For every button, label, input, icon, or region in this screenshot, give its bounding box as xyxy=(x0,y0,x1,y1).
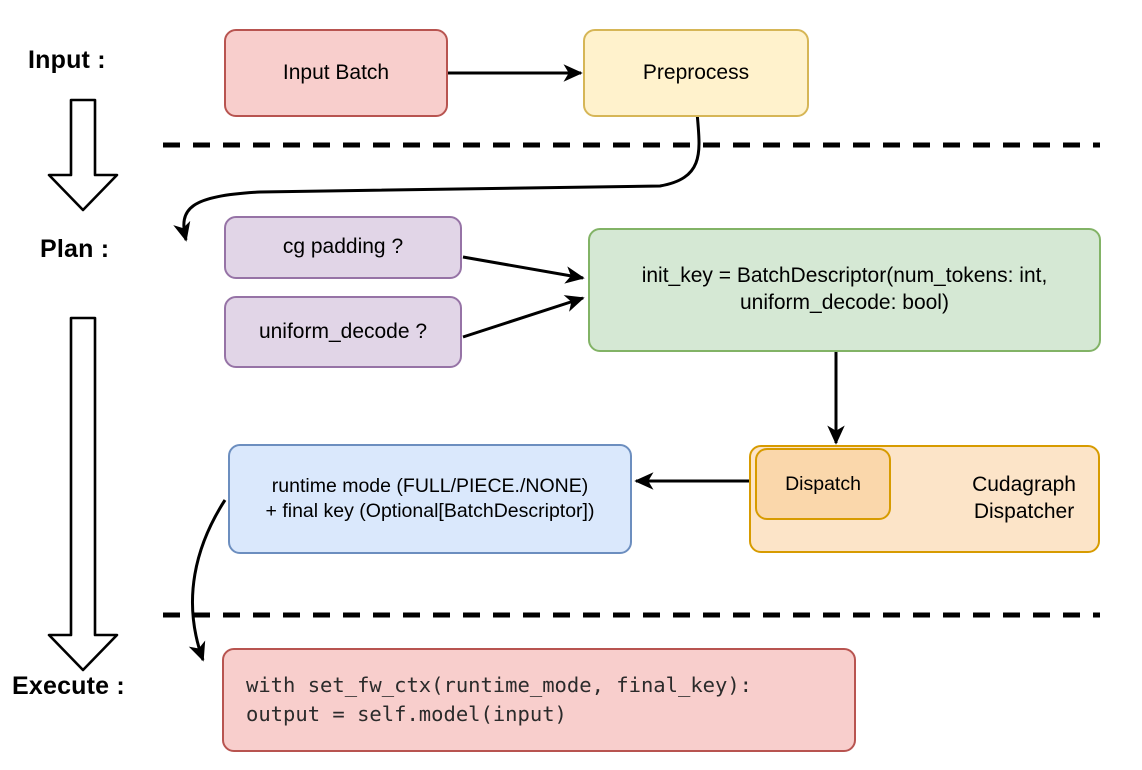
stage-label-input: Input : xyxy=(28,46,106,74)
node-preprocess[interactable]: Preprocess xyxy=(583,29,809,117)
stage-label-execute: Execute : xyxy=(12,672,125,700)
connector-runtime-mode-to-execute-code xyxy=(188,499,227,662)
node-runtime-mode[interactable]: runtime mode (FULL/PIECE./NONE) + final … xyxy=(228,444,632,554)
node-input-batch[interactable]: Input Batch xyxy=(224,29,448,117)
stage-label-plan: Plan : xyxy=(40,235,110,263)
node-execute-code[interactable]: with set_fw_ctx(runtime_mode, final_key)… xyxy=(222,648,856,752)
input-to-plan-block-arrow xyxy=(47,98,119,212)
node-cg-padding[interactable]: cg padding ? xyxy=(224,216,462,279)
node-uniform-decode[interactable]: uniform_decode ? xyxy=(224,296,462,368)
plan-to-execute-block-arrow xyxy=(47,316,119,672)
node-dispatch[interactable]: Dispatch xyxy=(755,448,891,520)
connector-cg-padding-to-init-key xyxy=(462,255,585,284)
connector-uniform-decode-to-init-key xyxy=(462,295,585,339)
node-init-key[interactable]: init_key = BatchDescriptor(num_tokens: i… xyxy=(588,228,1101,352)
